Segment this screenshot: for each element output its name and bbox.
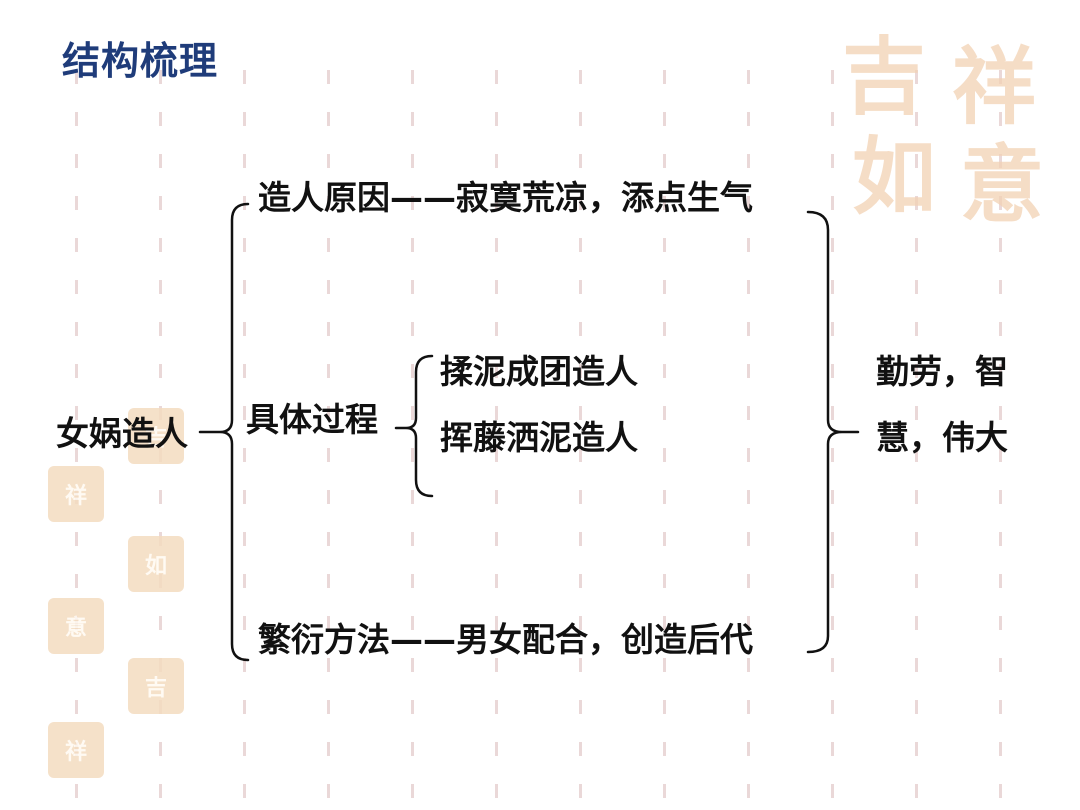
seal-char: 意 xyxy=(960,135,1045,234)
seal-char: 意 xyxy=(64,615,87,641)
seal-char: 祥 xyxy=(64,739,87,765)
bg-dash-line xyxy=(495,70,498,810)
seal-char: 吉 xyxy=(144,425,167,451)
bg-dash-line xyxy=(411,70,414,810)
seal-decoration: 吉 xyxy=(128,408,184,464)
seal-char: 如 xyxy=(144,553,167,579)
seal-decoration: 祥 xyxy=(48,466,104,522)
sub-process-2: 挥藤洒泥造人 xyxy=(440,418,638,457)
process-brace xyxy=(394,354,434,498)
seal-decoration: 祥 xyxy=(48,722,104,778)
seal-char: 吉 xyxy=(842,27,927,126)
seal-decoration: 意 xyxy=(48,598,104,654)
bg-dash-line xyxy=(243,70,246,810)
big-seal-decoration: 吉 祥 如 意 xyxy=(842,10,1064,234)
seal-char: 祥 xyxy=(64,483,87,509)
branch-method: 繁衍方法——男女配合，创造后代 xyxy=(258,620,753,659)
bg-dash-line xyxy=(747,70,750,810)
seal-decoration: 吉 xyxy=(128,658,184,714)
page-title: 结构梳理 xyxy=(62,39,219,83)
bg-dash-line xyxy=(327,70,330,810)
sub-process-1: 揉泥成团造人 xyxy=(440,352,638,391)
bg-dash-line xyxy=(663,70,666,810)
bg-dash-line xyxy=(579,70,582,810)
conclusion-line-2: 慧，伟大 xyxy=(876,418,1008,457)
seal-char: 如 xyxy=(852,127,937,226)
root-node: 女娲造人 xyxy=(56,414,188,453)
seal-char: 吉 xyxy=(144,675,167,701)
bg-dash-line xyxy=(915,70,918,810)
bg-dash-line xyxy=(831,70,834,810)
seal-decoration: 如 xyxy=(128,536,184,592)
seal-char: 祥 xyxy=(952,37,1037,136)
branch-process: 具体过程 xyxy=(246,400,378,439)
branch-reason: 造人原因——寂寞荒凉，添点生气 xyxy=(258,178,753,217)
bg-dash-line xyxy=(999,70,1002,810)
left-brace xyxy=(198,202,250,662)
bg-dash-line xyxy=(75,70,78,810)
conclusion-line-1: 勤劳，智 xyxy=(876,352,1008,391)
right-brace xyxy=(806,210,860,654)
